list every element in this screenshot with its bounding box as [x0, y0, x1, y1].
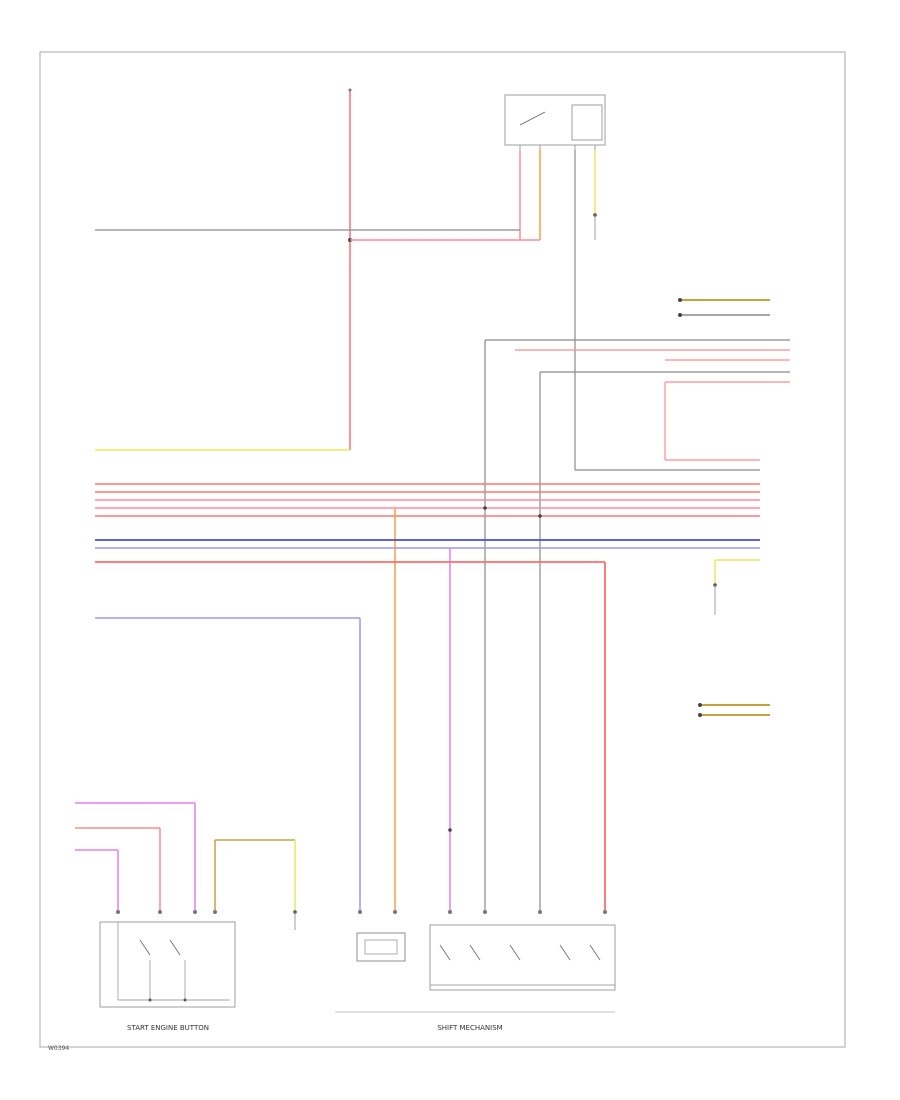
terminal-dots-bottom — [116, 910, 607, 914]
wires-right-middle — [484, 339, 790, 910]
start-engine-button-label: START ENGINE BUTTON — [127, 1024, 209, 1032]
connector-right-lower — [698, 703, 770, 717]
wires-start-button — [75, 802, 297, 930]
diagram-frame — [39, 51, 846, 1048]
fuse-block-top — [348, 88, 352, 450]
gear-shift-mechanism-box: SHIFT MECHANISM — [335, 924, 616, 1032]
wire-bundle-blue — [95, 539, 760, 910]
footer-code: W0394 — [48, 1045, 69, 1052]
gear-shift-mechanism-label: SHIFT MECHANISM — [437, 1024, 502, 1032]
wire-bundle-red — [95, 483, 760, 518]
start-engine-button-box: START ENGINE BUTTON — [99, 921, 236, 1032]
switch-box-top-right — [350, 94, 606, 470]
connector-right-upper — [678, 298, 770, 317]
